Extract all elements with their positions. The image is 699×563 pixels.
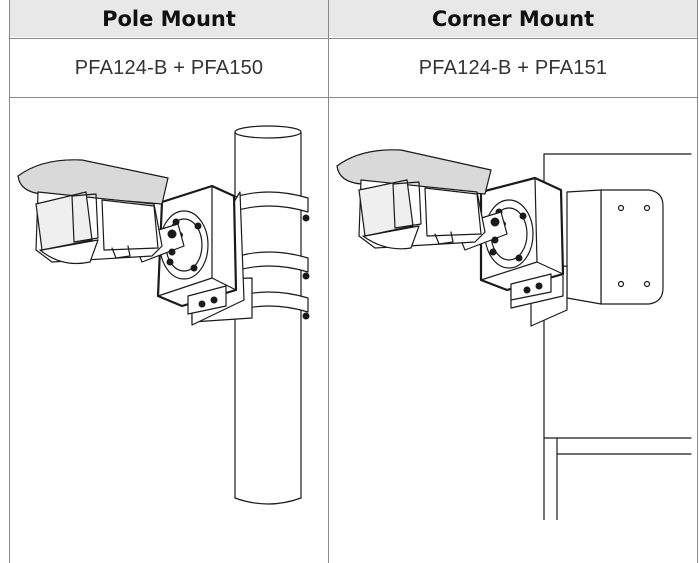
row-divider [9, 97, 698, 98]
model-cell-pole-mount: PFA124-B + PFA150 [10, 40, 328, 96]
header-label: Corner Mount [431, 6, 595, 31]
header-cell-pole-mount: Pole Mount [10, 0, 328, 37]
camera-body [336, 149, 492, 250]
table-border-left [9, 0, 10, 563]
header-divider [9, 38, 698, 39]
camera-body [17, 159, 169, 265]
model-cell-corner-mount: PFA124-B + PFA151 [329, 40, 697, 96]
table-border-right [697, 0, 698, 563]
model-label: PFA124-B + PFA150 [74, 56, 264, 79]
pole-mount-svg [17, 125, 310, 505]
header-cell-corner-mount: Corner Mount [329, 0, 697, 37]
table-column-divider [328, 0, 329, 563]
junction-box [479, 176, 565, 301]
header-label: Pole Mount [102, 6, 236, 31]
model-label: PFA124-B + PFA151 [418, 56, 608, 79]
corner-plate [566, 189, 664, 305]
corner-mount-svg [336, 149, 692, 520]
pole-mount-illustration [12, 100, 326, 520]
corner-mount-illustration [331, 100, 695, 520]
